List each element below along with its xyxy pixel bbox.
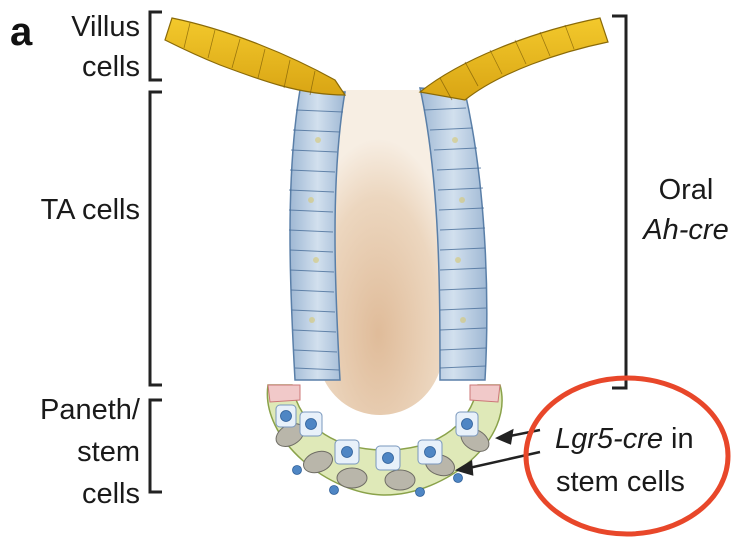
villus-bracket <box>150 12 162 80</box>
paneth-bracket <box>150 400 162 492</box>
paneth-label-line2: stem <box>0 435 140 469</box>
highlight-circle <box>526 378 728 534</box>
panel-letter: a <box>10 12 32 52</box>
lgr5-label-line1: Lgr5-cre in <box>555 422 694 456</box>
paneth-label-line1: Paneth/ <box>0 393 140 427</box>
lgr5-rest: in <box>663 423 694 455</box>
villus-label-line1: Villus <box>40 10 140 44</box>
paneth-band-right <box>470 385 500 402</box>
arrow-1-head <box>498 431 512 443</box>
oral-label-line2: Ah-cre <box>632 213 740 247</box>
ta-cells-label: TA cells <box>0 193 140 227</box>
ta-bracket <box>150 92 162 385</box>
paneth-band-left <box>268 385 300 402</box>
oral-bracket <box>612 16 626 388</box>
lgr5-label-line2: stem cells <box>556 465 685 499</box>
oral-label-line1: Oral <box>636 173 736 207</box>
lgr5-italic: Lgr5-cre <box>555 423 663 455</box>
villus-label-line2: cells <box>40 50 140 84</box>
paneth-label-line3: cells <box>0 477 140 511</box>
villus-cells-right <box>420 18 608 100</box>
villus-cells-left <box>165 18 345 95</box>
